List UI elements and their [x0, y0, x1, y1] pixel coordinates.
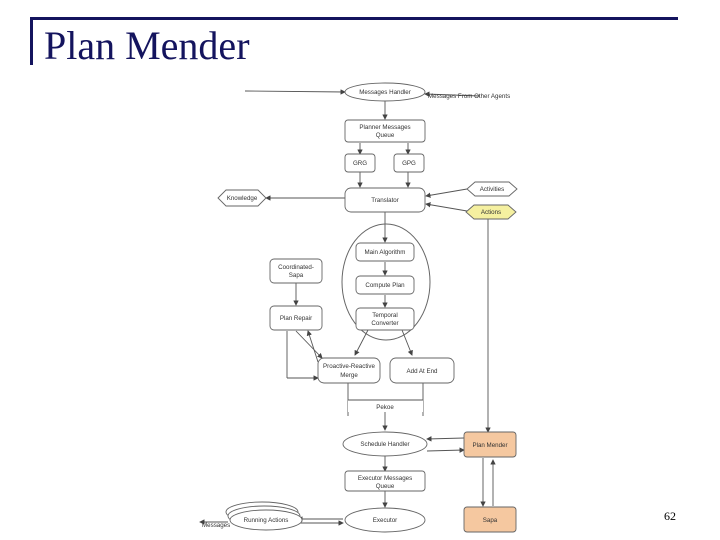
svg-text:Sapa: Sapa — [289, 272, 304, 279]
node-executor-messages-queue: Executor Messages Queue — [344, 470, 426, 492]
node-sapa: Sapa — [463, 506, 517, 533]
node-compute-plan: Compute Plan — [355, 275, 415, 295]
svg-text:Compute Plan: Compute Plan — [365, 282, 405, 289]
messages-from-agents-label: Messages From Other Agents — [428, 93, 510, 100]
node-messages-handler-label: Messages Handler — [359, 89, 411, 96]
svg-text:Pekoe: Pekoe — [376, 404, 394, 411]
svg-text:Actions: Actions — [481, 209, 501, 216]
node-plan-repair: Plan Repair — [269, 305, 323, 331]
svg-text:Merge: Merge — [340, 372, 358, 379]
svg-text:Add At End: Add At End — [407, 368, 439, 375]
svg-text:Plan Mender: Plan Mender — [472, 442, 507, 449]
svg-text:Planner Messages: Planner Messages — [359, 124, 410, 131]
node-knowledge: Knowledge — [217, 189, 267, 207]
svg-text:Queue: Queue — [376, 132, 395, 139]
svg-text:Plan Repair: Plan Repair — [280, 315, 312, 322]
node-actions: Actions — [465, 204, 517, 220]
svg-text:Executor: Executor — [373, 517, 397, 524]
svg-text:Queue: Queue — [376, 483, 395, 490]
node-running-actions: Running Actions — [229, 509, 303, 531]
node-messages-handler: Messages Handler — [344, 82, 426, 102]
node-coordinated-sapa: Coordinated- Sapa — [269, 258, 323, 284]
node-executor: Executor — [344, 507, 426, 533]
node-gpg: GPG — [393, 153, 425, 173]
svg-text:Temporal: Temporal — [372, 312, 397, 319]
svg-text:GPG: GPG — [402, 160, 416, 167]
node-main-algorithm: Main Algorithm — [355, 242, 415, 262]
slide-title: Plan Mender — [44, 23, 250, 68]
svg-text:Activities: Activities — [480, 186, 504, 193]
node-pekoe: Pekoe — [348, 399, 423, 412]
svg-text:Proactive-Reactive: Proactive-Reactive — [323, 363, 375, 370]
node-activities: Activities — [466, 181, 518, 197]
page-number: 62 — [664, 509, 676, 523]
node-grg: GRG — [344, 153, 376, 173]
svg-text:Executor Messages: Executor Messages — [358, 475, 412, 482]
svg-text:Sapa: Sapa — [483, 517, 498, 524]
node-translator: Translator — [344, 187, 426, 213]
svg-text:GRG: GRG — [353, 160, 367, 167]
title-accent-bar — [30, 17, 678, 20]
svg-text:Converter: Converter — [371, 320, 398, 327]
node-plan-mender: Plan Mender — [463, 431, 517, 458]
main-algorithm-group-oval — [341, 223, 431, 341]
svg-text:Main Algorithm: Main Algorithm — [365, 249, 406, 256]
node-planner-messages-queue: Planner Messages Queue — [344, 119, 426, 143]
svg-text:Running Actions: Running Actions — [244, 517, 289, 524]
node-temporal-converter: Temporal Converter — [355, 307, 415, 331]
svg-text:Schedule Handler: Schedule Handler — [360, 441, 409, 448]
messages-label: Messages — [202, 522, 230, 529]
svg-text:Coordinated-: Coordinated- — [278, 264, 314, 271]
title-accent-side-bar — [30, 17, 33, 65]
svg-text:Knowledge: Knowledge — [227, 195, 258, 202]
node-add-at-end: Add At End — [389, 357, 455, 384]
node-proactive-reactive-merge: Proactive-Reactive Merge — [317, 357, 381, 384]
svg-text:Translator: Translator — [371, 197, 399, 204]
node-schedule-handler: Schedule Handler — [342, 431, 428, 457]
